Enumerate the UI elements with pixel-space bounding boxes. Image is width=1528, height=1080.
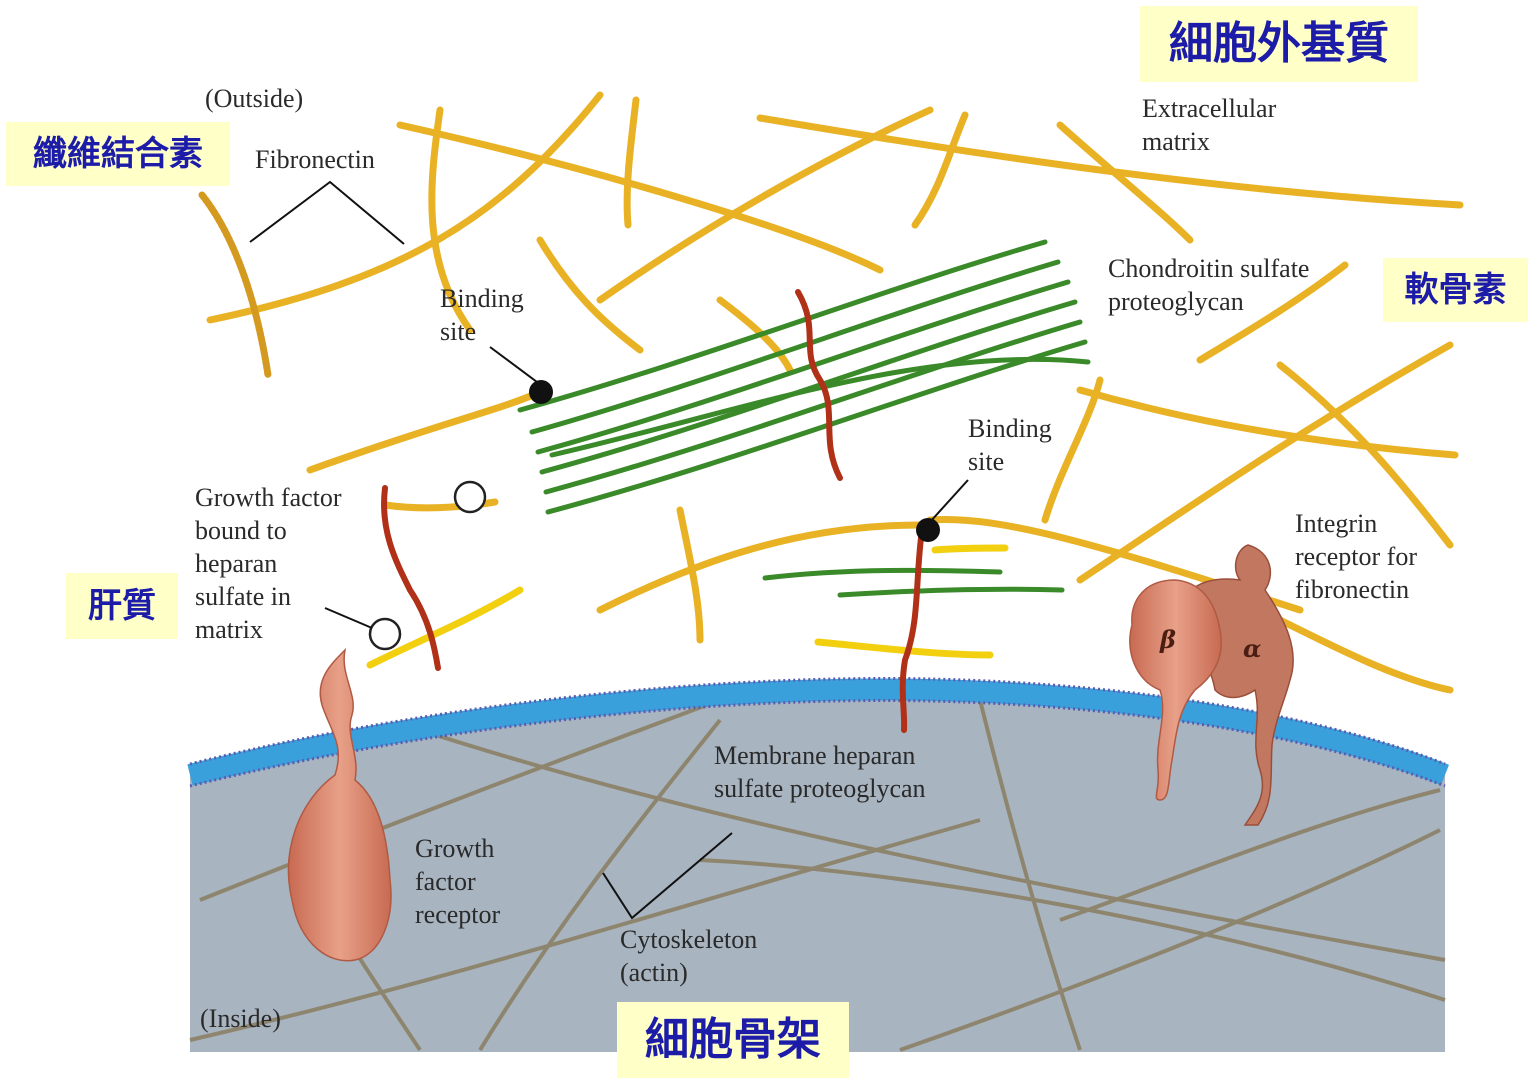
binding-site-dot-1 <box>529 380 553 404</box>
chinese-heparin-label: 肝質 <box>66 573 178 639</box>
chinese-cytoskeleton-label: 細胞骨架 <box>617 1002 849 1078</box>
beta-subunit-label: β <box>1159 625 1176 654</box>
cytoskeleton-label: Cytoskeleton (actin) <box>620 923 757 989</box>
extracellular-matrix-label: Extracellular matrix <box>1142 92 1276 158</box>
chinese-ecm-label: 細胞外基質 <box>1140 6 1418 82</box>
fibronectin-label: Fibronectin <box>255 143 375 176</box>
integrin-label: Integrin receptor for fibronectin <box>1295 507 1417 606</box>
binding-site-label-1: Binding site <box>440 282 524 348</box>
growth-factor-circle-2 <box>370 619 400 649</box>
growth-factor-circle-1 <box>455 482 485 512</box>
chinese-fibronectin-label: 纖維結合素 <box>6 122 230 186</box>
membrane-heparan-label: Membrane heparan sulfate proteoglycan <box>714 739 926 805</box>
growth-factor-receptor-label: Growth factor receptor <box>415 832 500 931</box>
outside-label: (Outside) <box>205 82 303 115</box>
binding-site-dot-2 <box>916 518 940 542</box>
alpha-subunit-label: α <box>1243 634 1261 663</box>
chondroitin-label: Chondroitin sulfate proteoglycan <box>1108 252 1309 318</box>
chinese-chondroitin-label: 軟骨素 <box>1383 258 1528 322</box>
binding-site-label-2: Binding site <box>968 412 1052 478</box>
fibronectin-molecule <box>202 195 268 375</box>
inside-label: (Inside) <box>200 1002 281 1035</box>
growth-factor-bound-label: Growth factor bound to heparan sulfate i… <box>195 481 342 646</box>
